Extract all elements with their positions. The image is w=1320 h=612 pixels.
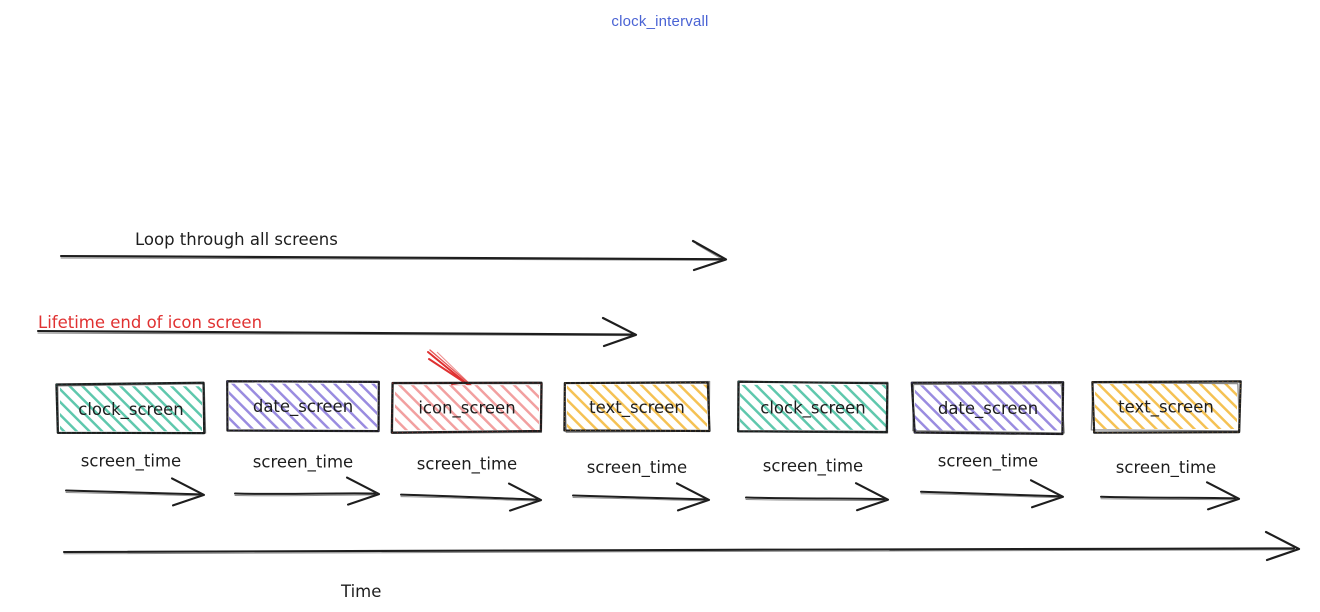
time-axis	[62, 530, 1301, 562]
screen-box-icon-screen[interactable]: icon_screen	[390, 381, 543, 434]
screen-time-marker: screen_time	[745, 457, 890, 512]
screen-box-date-screen[interactable]: date_screen	[226, 380, 380, 433]
screen-box-label: icon_screen	[418, 399, 515, 419]
time-axis-label: Time	[340, 582, 381, 601]
screen-box-date-screen[interactable]: date_screen	[910, 381, 1065, 436]
screen-time-label: screen_time	[253, 453, 353, 473]
screen-box-label: clock_screen	[760, 398, 865, 418]
screen-time-layer: screen_time screen_time screen_time screen_…	[65, 451, 1241, 512]
screen-box-clock-screen[interactable]: clock_screen	[55, 381, 207, 435]
screen-box-clock-screen[interactable]: clock_screen	[737, 380, 889, 434]
screen-box-label: clock_screen	[78, 400, 183, 420]
screen-box-text-screen[interactable]: text_screen	[1090, 380, 1242, 434]
screen-box-label: date_screen	[253, 397, 353, 417]
screen-time-label: screen_time	[587, 458, 687, 478]
screen-box-text-screen[interactable]: text_screen	[563, 380, 711, 433]
screen-time-marker: screen_time	[65, 451, 206, 507]
lifetime-arrow-group	[36, 316, 638, 348]
screen-time-marker: screen_time	[400, 454, 543, 512]
page-title: clock_intervall	[611, 13, 709, 30]
screen-box-label: text_screen	[589, 398, 685, 418]
screen-time-marker: screen_time	[1100, 458, 1241, 511]
screen-time-marker: screen_time	[920, 451, 1065, 509]
loop-arrow-group	[59, 239, 728, 272]
screen-time-marker: screen_time	[234, 453, 381, 506]
screen-time-label: screen_time	[81, 451, 181, 471]
lifetime-label: Lifetime end of icon screen	[38, 313, 262, 332]
screen-box-label: text_screen	[1118, 397, 1214, 417]
screen-time-label: screen_time	[938, 451, 1038, 471]
screen-time-label: screen_time	[417, 454, 517, 474]
screen-time-label: screen_time	[1116, 458, 1216, 478]
screen-time-marker: screen_time	[572, 458, 711, 512]
screen-box-label: date_screen	[938, 399, 1038, 419]
loop-label: Loop through all screens	[135, 230, 338, 249]
screen-boxes-layer: clock_screen date_screen icon_screen text_s…	[55, 380, 1242, 436]
screen-time-label: screen_time	[763, 457, 863, 477]
